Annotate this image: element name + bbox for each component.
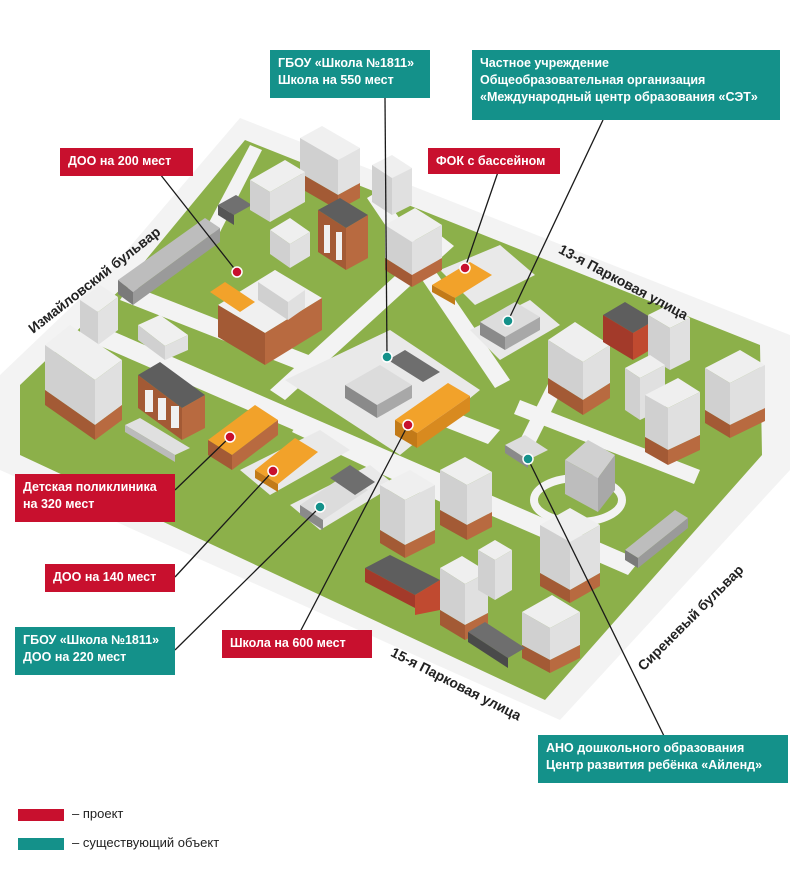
building bbox=[540, 508, 600, 603]
building bbox=[138, 315, 188, 360]
label-line: Центр развития ребёнка «Айленд» bbox=[546, 758, 763, 772]
building bbox=[250, 160, 305, 222]
building bbox=[478, 540, 512, 600]
building bbox=[210, 282, 255, 312]
marker-fok bbox=[459, 262, 471, 274]
label-doo-220: ГБОУ «Школа №1811» ДОО на 220 мест bbox=[15, 627, 175, 675]
label-line: ГБОУ «Школа №1811» bbox=[278, 56, 415, 70]
label-line: Частное учреждение bbox=[480, 56, 609, 70]
building bbox=[645, 378, 700, 465]
marker-school-550 bbox=[381, 351, 393, 363]
marker-clinic bbox=[224, 431, 236, 443]
marker-doo-200 bbox=[231, 266, 243, 278]
leader-lines bbox=[159, 97, 666, 739]
markers bbox=[224, 262, 534, 513]
label-set-center: Частное учреждение Общеобразовательная о… bbox=[472, 50, 780, 120]
label-school-600: Школа на 600 мест bbox=[222, 630, 372, 658]
label-doo-140: ДОО на 140 мест bbox=[45, 564, 175, 592]
label-fok: ФОК с бассейном bbox=[428, 148, 560, 174]
label-clinic: Детская поликлиника на 320 мест bbox=[15, 474, 175, 522]
building bbox=[258, 270, 305, 320]
building bbox=[440, 457, 492, 540]
building bbox=[468, 622, 525, 668]
building-ailend bbox=[505, 435, 548, 468]
building bbox=[218, 195, 252, 225]
building bbox=[138, 362, 205, 440]
building bbox=[270, 218, 310, 268]
legend-text-project: – проект bbox=[72, 806, 124, 821]
marker-ailend bbox=[522, 453, 534, 465]
label-line: «Международный центр образования «СЭТ» bbox=[480, 90, 758, 104]
label-ailend: АНО дошкольного образования Центр развит… bbox=[538, 735, 788, 783]
building bbox=[440, 556, 488, 640]
marker-doo-220 bbox=[314, 501, 326, 513]
building bbox=[80, 285, 118, 345]
building bbox=[372, 155, 412, 215]
building-clinic bbox=[208, 405, 278, 470]
building-fok bbox=[432, 262, 492, 305]
building bbox=[385, 208, 442, 287]
marker-set bbox=[502, 315, 514, 327]
label-school-1811-550: ГБОУ «Школа №1811» Школа на 550 мест bbox=[270, 50, 430, 98]
building bbox=[625, 510, 688, 568]
label-doo-200: ДОО на 200 мест bbox=[60, 148, 193, 176]
building-school-550 bbox=[345, 350, 440, 418]
legend-text-existing: – существующий объект bbox=[72, 835, 220, 850]
building bbox=[300, 126, 360, 210]
label-line: Школа на 550 мест bbox=[278, 73, 394, 87]
building bbox=[705, 350, 765, 438]
label-line: Общеобразовательная организация bbox=[480, 73, 706, 87]
marker-doo-140 bbox=[267, 465, 279, 477]
building bbox=[648, 305, 690, 370]
label-line: ГБОУ «Школа №1811» bbox=[23, 633, 160, 647]
label-line: ДОО на 200 мест bbox=[68, 154, 172, 168]
label-line: Школа на 600 мест bbox=[230, 636, 346, 650]
building bbox=[118, 218, 220, 305]
label-line: ДОО на 220 мест bbox=[23, 650, 127, 664]
building bbox=[318, 198, 368, 270]
building-school-600 bbox=[395, 383, 470, 448]
building-tower bbox=[565, 440, 615, 512]
legend-swatch-project bbox=[18, 809, 64, 821]
building bbox=[125, 418, 190, 462]
building bbox=[522, 595, 580, 673]
label-line: Детская поликлиника bbox=[23, 480, 157, 494]
building bbox=[548, 322, 610, 415]
building bbox=[365, 555, 440, 615]
legend-swatch-existing bbox=[18, 838, 64, 850]
label-line: на 320 мест bbox=[23, 497, 95, 511]
label-line: АНО дошкольного образования bbox=[546, 741, 745, 755]
building bbox=[380, 470, 435, 558]
label-line: ФОК с бассейном bbox=[436, 154, 546, 168]
label-line: ДОО на 140 мест bbox=[53, 570, 157, 584]
marker-school-600 bbox=[402, 419, 414, 431]
building bbox=[45, 325, 122, 440]
